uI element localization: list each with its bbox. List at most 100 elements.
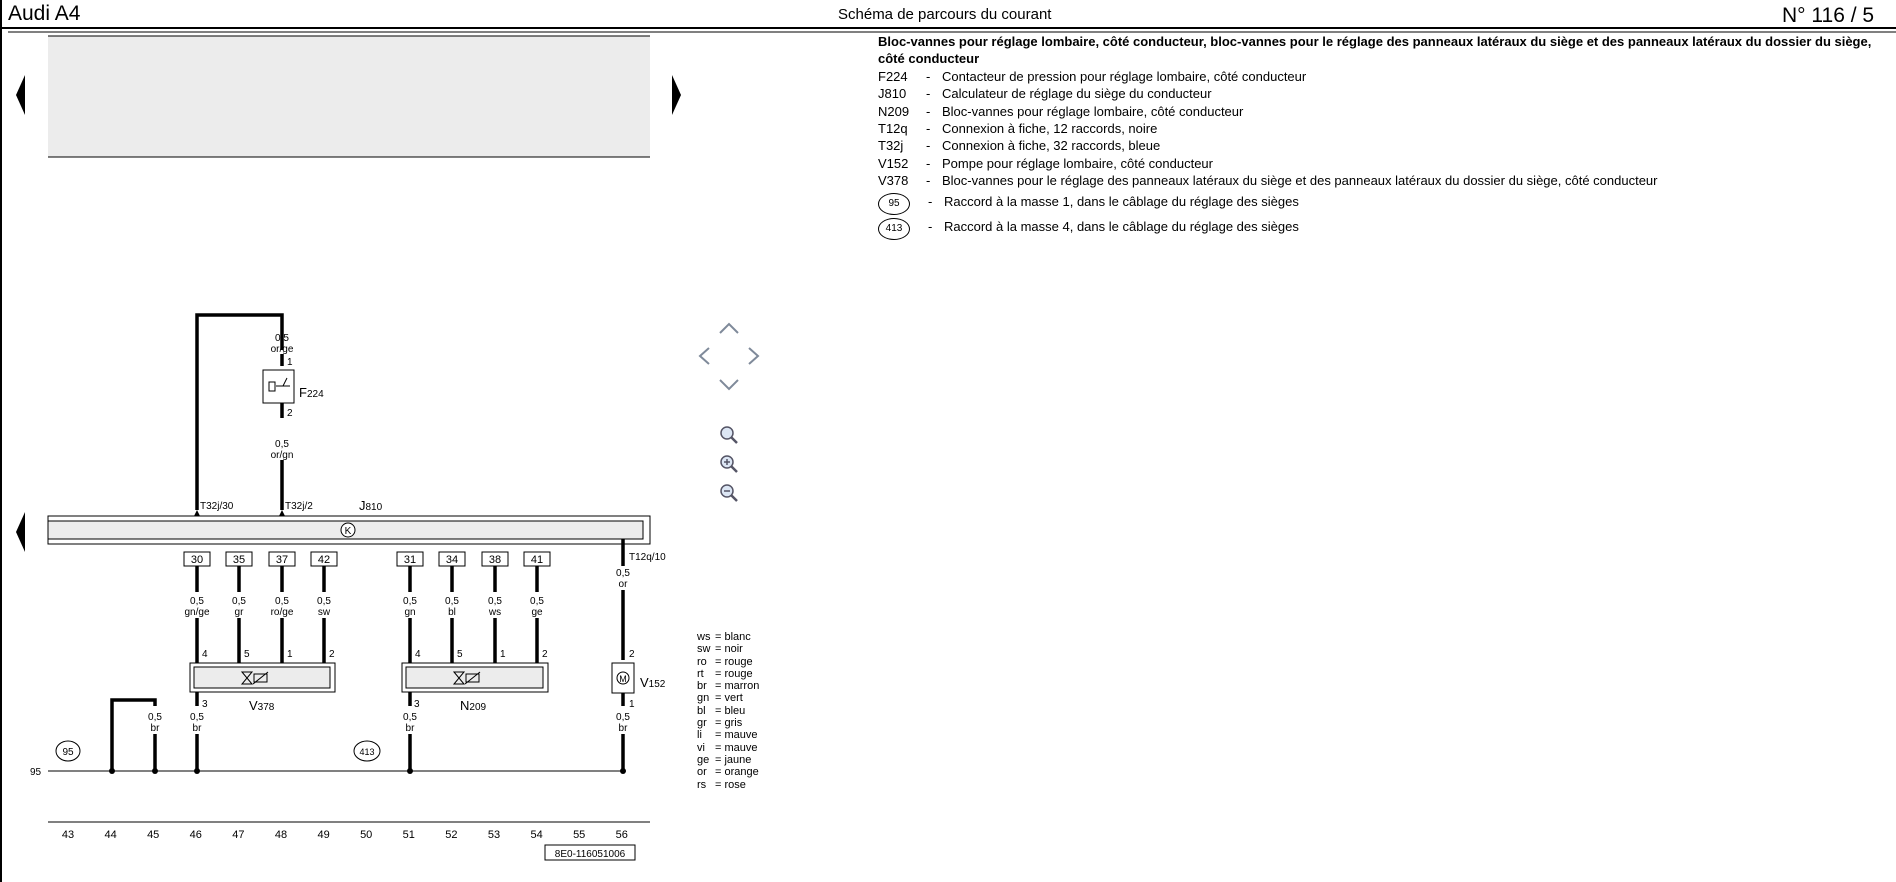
- svg-text:br: br: [406, 723, 416, 734]
- page-preview-area[interactable]: [48, 36, 650, 157]
- wire-size: 0,5: [488, 596, 502, 607]
- color-code-row: br= marron: [697, 680, 760, 693]
- pin-wire: 300,5gn/ge4: [183, 551, 211, 663]
- color-abbrev: rs: [697, 778, 707, 791]
- chevron-up-icon[interactable]: [719, 322, 739, 334]
- track-number: 55: [573, 829, 585, 841]
- pin-number: 35: [233, 554, 245, 566]
- v152-label: V152: [640, 675, 666, 690]
- svg-text:K: K: [345, 526, 352, 537]
- component-pin: 1: [500, 649, 506, 660]
- legend-text: Connexion à fiche, 12 raccords, noire: [942, 121, 1158, 137]
- legend-code: T12q: [878, 121, 908, 137]
- color-name: rouge: [724, 667, 753, 680]
- color-code-row: or= orange: [697, 766, 759, 779]
- f224-top-wire-color: or/ge: [271, 344, 294, 355]
- wire-color: ws: [488, 607, 501, 618]
- j810-connector-c: T12q/10: [629, 552, 666, 563]
- legend-text: Bloc-vannes pour le réglage des panneaux…: [942, 173, 1658, 189]
- color-abbrev: sw: [697, 643, 711, 656]
- track-number: 50: [360, 829, 372, 841]
- zoom-in-icon[interactable]: [720, 455, 738, 473]
- pin-wire: 370,5ro/ge1: [268, 551, 296, 663]
- page-title: Schéma de parcours du courant: [838, 6, 1052, 23]
- vehicle-title: Audi A4: [8, 2, 81, 25]
- zoom-fit-icon[interactable]: [720, 426, 738, 444]
- color-abbrev: ro: [697, 655, 707, 668]
- ground-symbol: 95: [878, 192, 910, 215]
- color-code-row: rt= rouge: [697, 667, 753, 680]
- legend-item: T32j-Connexion à fiche, 32 raccords, ble…: [878, 138, 1161, 154]
- pin-wires: 300,5gn/ge4350,5gr5370,5ro/ge1420,5sw231…: [183, 551, 551, 663]
- track-number: 48: [275, 829, 287, 841]
- color-name: bleu: [724, 704, 746, 717]
- legend-item: T12q-Connexion à fiche, 12 raccords, noi…: [878, 121, 1158, 137]
- color-code-row: gn= vert: [697, 692, 743, 705]
- color-abbrev: vi: [697, 741, 705, 754]
- color-name: noir: [724, 643, 743, 656]
- color-code-row: bl= bleu: [697, 704, 746, 717]
- v152-pump: 0,5 or 2 M V152 1 0,5 br: [611, 568, 666, 771]
- motor-icon: [616, 671, 630, 685]
- reference-box: [544, 844, 636, 861]
- wire-color: sw: [318, 607, 331, 618]
- track-number: 46: [190, 829, 202, 841]
- chevron-down-icon[interactable]: [719, 379, 739, 391]
- v378-valve-block: V378 3: [189, 662, 336, 713]
- legend-code: V152: [878, 155, 909, 171]
- svg-text:95: 95: [62, 747, 74, 758]
- j810-connector-b: T32j/2: [285, 501, 313, 512]
- color-code-row: ws= blanc: [697, 631, 751, 643]
- color-abbrev: br: [697, 680, 707, 693]
- legend-text: Pompe pour réglage lombaire, côté conduc…: [942, 155, 1213, 171]
- j810-label: J810: [359, 498, 383, 513]
- color-name: blanc: [724, 631, 751, 643]
- track-number: 56: [616, 829, 628, 841]
- color-name: mauve: [724, 741, 758, 754]
- wire-color: ge: [531, 607, 543, 618]
- wire-size: 0,5: [530, 596, 544, 607]
- ground-point-95: [55, 740, 81, 762]
- pin-number: 38: [489, 554, 501, 566]
- legend-text: Connexion à fiche, 32 raccords, bleue: [942, 138, 1161, 154]
- f224-bottom-wire-size: 0,5: [275, 439, 289, 450]
- legend-text: Contacteur de pression pour réglage lomb…: [942, 68, 1307, 84]
- legend-item: F224-Contacteur de pression pour réglage…: [878, 68, 1307, 84]
- chevron-left-icon[interactable]: [698, 347, 710, 365]
- scroll-left-arrow-icon[interactable]: [16, 512, 25, 552]
- track-number: 44: [104, 829, 116, 841]
- color-name: rouge: [724, 655, 753, 668]
- pin-number: 42: [318, 554, 330, 566]
- next-page-arrow-icon[interactable]: [672, 75, 681, 115]
- pin-wire: 38 0,5ws 1: [481, 551, 509, 663]
- svg-text:3: 3: [202, 699, 208, 710]
- n209-valve-block: N209 3: [401, 662, 549, 713]
- j810-connector-a: T32j/30: [200, 501, 234, 512]
- legend-ground-item: 95-Raccord à la masse 1, dans le câblage…: [878, 192, 1878, 215]
- f224-pin-2: 2: [287, 408, 293, 419]
- legend-text: Raccord à la masse 1, dans le câblage du…: [944, 193, 1299, 209]
- zoom-out-icon[interactable]: [720, 484, 738, 502]
- n209-label: N209: [460, 698, 487, 713]
- track-number: 47: [232, 829, 244, 841]
- pin-number: 41: [531, 554, 543, 566]
- ground-bus-label: 95: [30, 767, 42, 778]
- color-name: vert: [724, 692, 743, 705]
- component-pin: 2: [329, 649, 335, 660]
- chevron-right-icon[interactable]: [748, 347, 760, 365]
- prev-page-arrow-icon[interactable]: [16, 75, 25, 115]
- component-pin: 4: [202, 649, 208, 660]
- color-code-row: ge= jaune: [697, 753, 752, 766]
- wire-color: gn/ge: [184, 607, 209, 618]
- wire-size: 0,5: [445, 596, 459, 607]
- color-name: rose: [724, 778, 746, 791]
- legend-text: Calculateur de réglage du siège du condu…: [942, 86, 1212, 102]
- svg-text:br: br: [619, 723, 629, 734]
- color-name: mauve: [724, 729, 758, 742]
